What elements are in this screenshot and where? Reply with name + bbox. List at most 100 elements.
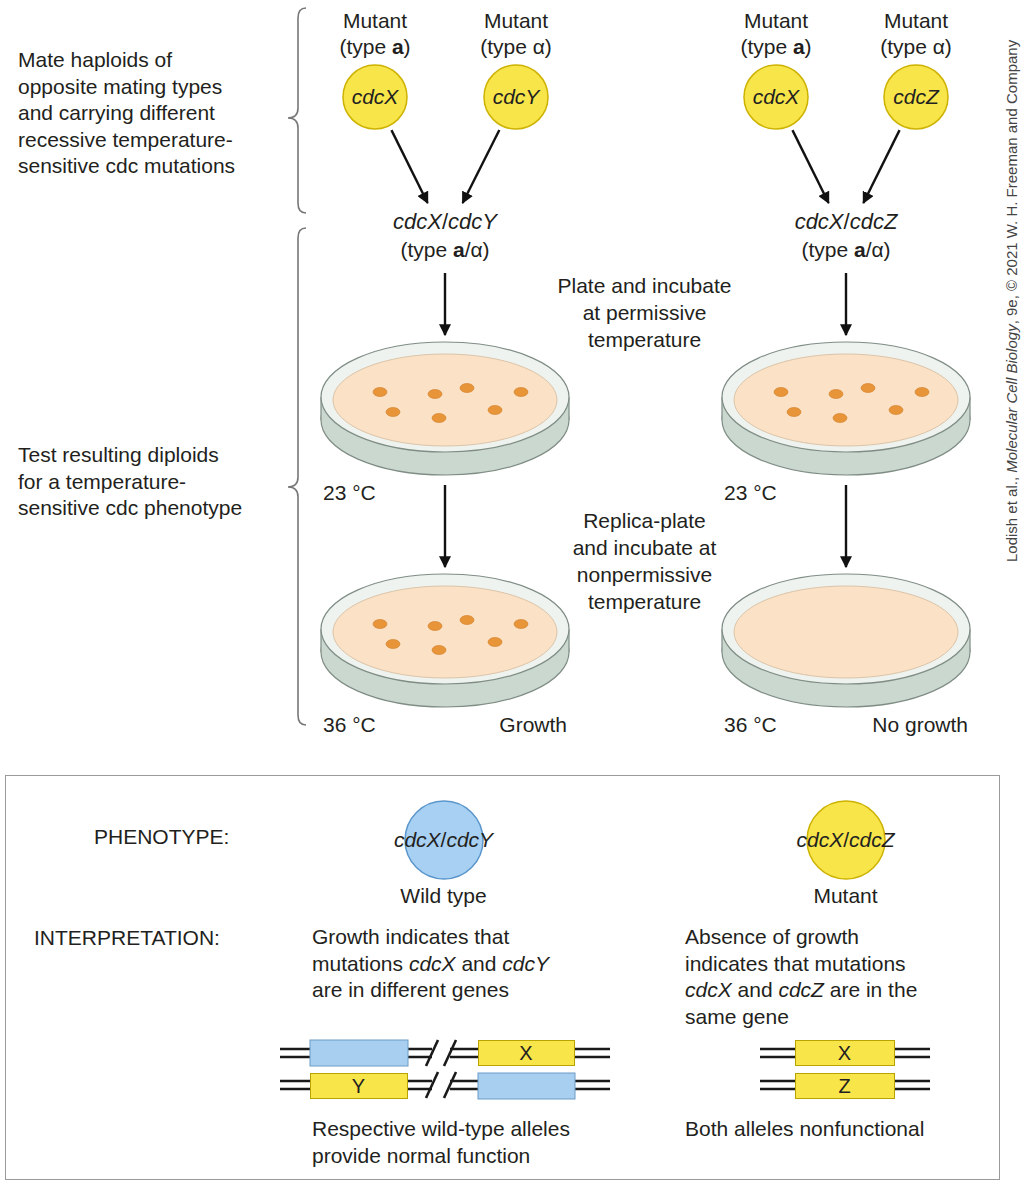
circle-label: cdcX/ cdcY	[404, 800, 484, 880]
dish-outline	[320, 572, 570, 712]
colony	[386, 408, 400, 417]
colony	[787, 408, 801, 417]
mutant-circle: Mutant (type α)cdcY	[483, 64, 549, 130]
row-heading: INTERPRETATION:	[34, 925, 220, 951]
circle-label: cdcY	[483, 64, 549, 130]
break-mark	[444, 1072, 456, 1098]
temperature-label: 36 °C	[724, 712, 777, 738]
petri-dish: 23 °C	[721, 340, 971, 480]
curly-bracket	[288, 8, 306, 213]
growth-result: Growth	[499, 712, 567, 738]
break-mark	[426, 1072, 438, 1098]
colony	[386, 640, 400, 649]
allele-note: Respective wild-type alleles provide nor…	[312, 1115, 612, 1169]
arrow	[444, 273, 446, 335]
arrow	[845, 485, 847, 567]
petri-dish: 36 °CGrowth	[320, 572, 570, 712]
mutant-allele: Z	[795, 1073, 895, 1099]
dish-rim	[722, 574, 970, 684]
step-description: Mate haploids of opposite mating types a…	[18, 47, 246, 180]
arrow-annotation: Replica-plate and incubate at nonpermiss…	[567, 507, 722, 615]
row-heading: PHENOTYPE:	[94, 824, 229, 850]
mutant-circle: Mutant (type a)cdcX	[743, 64, 809, 130]
phenotype-circle: cdcX/ cdcYWild type	[404, 800, 484, 880]
colony	[774, 388, 788, 397]
dish-rim	[722, 342, 970, 452]
petri-dish: 36 °CNo growth	[721, 572, 971, 712]
arrow	[463, 130, 500, 203]
petri-dish: 23 °C	[320, 340, 570, 480]
colony	[514, 620, 528, 629]
temperature-label: 23 °C	[323, 480, 376, 506]
mutant-circle: Mutant (type α)cdcZ	[883, 64, 949, 130]
colony	[460, 616, 474, 625]
phenotype-circle: cdcX/ cdcZMutant	[806, 800, 886, 880]
circle-shape	[884, 65, 948, 129]
interpretation-text: Growth indicates that mutations cdcX and…	[312, 924, 562, 1004]
mutant-allele: X	[795, 1040, 895, 1066]
mutant-heading: Mutant (type α)	[466, 8, 566, 60]
circle-shape	[484, 65, 548, 129]
diploid-label: cdcX/cdcY(type a/α)	[370, 208, 520, 268]
circle-label: cdcX	[743, 64, 809, 130]
colony	[432, 414, 446, 423]
growth-result: No growth	[872, 712, 968, 738]
colony	[915, 388, 929, 397]
allele-letter: Y	[352, 1075, 365, 1097]
colony	[829, 390, 843, 399]
allele-note: Both alleles nonfunctional	[685, 1115, 985, 1142]
colony	[514, 388, 528, 397]
credit-line: Lodish et al., Molecular Cell Biology, 9…	[1003, 40, 1021, 562]
mutant-allele: X	[478, 1040, 575, 1066]
mutant-circle: Mutant (type a)cdcX	[342, 64, 408, 130]
arrow	[863, 130, 899, 203]
chromosomes	[280, 1040, 930, 1098]
mating-type: (type a/α)	[370, 236, 520, 264]
circle-label: cdcX/ cdcZ	[806, 800, 886, 880]
mutant-heading: Mutant (type α)	[866, 8, 966, 60]
arrow	[845, 273, 847, 335]
dish-rim	[321, 574, 569, 684]
wild-type-allele	[478, 1073, 575, 1099]
colony	[373, 620, 387, 629]
agar	[734, 586, 958, 678]
dish-outline	[721, 572, 971, 712]
colony	[833, 414, 847, 423]
dish-outline	[721, 340, 971, 480]
colony	[488, 406, 502, 415]
allele-letter: X	[519, 1042, 532, 1064]
step-description: Test resulting diploids for a temperatur…	[18, 442, 246, 522]
interpretation-text: Absence of growth indicates that mutatio…	[685, 924, 935, 1030]
curly-bracket	[288, 228, 306, 725]
arrow	[391, 130, 427, 203]
colony	[428, 390, 442, 399]
colony	[428, 622, 442, 631]
phenotype-label: Mutant	[766, 884, 926, 908]
colony	[889, 406, 903, 415]
dish-outline	[320, 340, 570, 480]
agar	[333, 354, 557, 446]
genotype: cdcX/cdcY	[370, 208, 520, 236]
arrow	[444, 485, 446, 567]
phenotype-label: Wild type	[364, 884, 524, 908]
circle-shape	[744, 65, 808, 129]
mutant-heading: Mutant (type a)	[325, 8, 425, 60]
mutant-heading: Mutant (type a)	[726, 8, 826, 60]
diploid-label: cdcX/cdcZ(type a/α)	[771, 208, 921, 268]
genotype: cdcX/cdcZ	[771, 208, 921, 236]
agar	[734, 354, 958, 446]
dish-rim	[321, 342, 569, 452]
colony	[460, 384, 474, 393]
circle-shape	[343, 65, 407, 129]
wild-type-allele	[310, 1040, 408, 1066]
allele-letter: Z	[838, 1075, 850, 1097]
arrow-annotation: Plate and incubate at permissive tempera…	[552, 272, 737, 353]
mutant-allele: Y	[310, 1073, 408, 1099]
mating-type: (type a/α)	[771, 236, 921, 264]
break-mark	[426, 1040, 438, 1066]
temperature-label: 36 °C	[323, 712, 376, 738]
colony	[373, 388, 387, 397]
colony	[432, 646, 446, 655]
temperature-label: 23 °C	[724, 480, 777, 506]
